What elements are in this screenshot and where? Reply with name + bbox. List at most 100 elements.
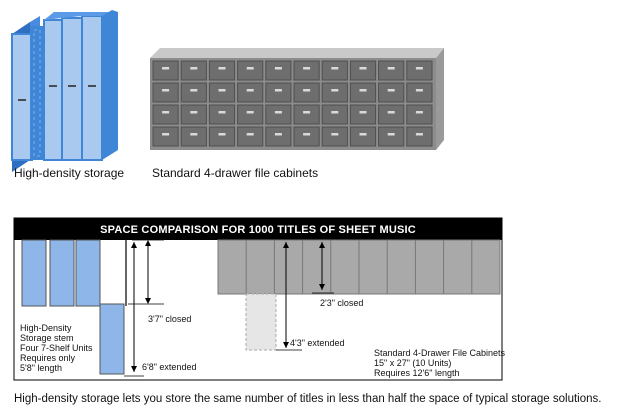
drawer	[293, 60, 320, 81]
drawer	[349, 82, 377, 103]
hd-note-line: Requires only	[20, 353, 76, 363]
drawer-handle	[303, 89, 311, 92]
drawer-handle	[190, 89, 198, 92]
drawer-handle	[359, 133, 367, 136]
comparison-banner	[14, 218, 502, 240]
drawer-handle	[274, 89, 282, 92]
drawer-handle	[387, 111, 395, 114]
drawer-handle	[190, 111, 198, 114]
drawer	[293, 82, 320, 103]
drawer	[208, 104, 236, 125]
drawer	[321, 60, 348, 81]
fc-closed-label: 2'3" closed	[320, 298, 363, 308]
drawer-handle	[218, 111, 226, 114]
drawer	[406, 82, 433, 103]
drawer	[237, 82, 264, 103]
drawer-handle	[359, 111, 367, 114]
fc-note-line: 15" x 27" (10 Units)	[374, 358, 451, 368]
drawer-handle	[415, 67, 423, 70]
drawer-handle	[162, 89, 170, 92]
drawer	[237, 60, 264, 81]
fc-note: Standard 4-Drawer File Cabinets 15" x 27…	[374, 348, 506, 378]
drawer	[265, 60, 292, 81]
drawer-handle	[274, 133, 282, 136]
drawer	[152, 82, 179, 103]
drawer	[378, 104, 405, 125]
file-cabinets-image	[150, 48, 444, 150]
drawer	[349, 104, 377, 125]
drawer	[237, 104, 264, 125]
comparison-title: SPACE COMPARISON FOR 1000 TITLES OF SHEE…	[100, 224, 416, 236]
drawer	[321, 82, 348, 103]
drawer	[208, 60, 236, 81]
space-comparison-diagram: 3'7" closed 6'8" extended 2'3" closed 4'…	[13, 217, 506, 381]
drawer-handle	[246, 67, 254, 70]
hd-dimension-lines	[124, 239, 164, 377]
drawer	[378, 82, 405, 103]
drawer-handle	[274, 111, 282, 114]
drawer-handle	[415, 133, 423, 136]
drawer-handle	[246, 89, 254, 92]
drawer-handle	[331, 89, 339, 92]
hd-extended-label: 6'8" extended	[142, 362, 196, 372]
drawer-handle	[331, 133, 339, 136]
hd-note-line: Storage stem	[20, 333, 74, 343]
hd-note: High-Density Storage stem Four 7-Shelf U…	[20, 323, 93, 373]
drawer-handle	[162, 133, 170, 136]
hd-units-plan	[21, 239, 127, 375]
drawer	[152, 104, 179, 125]
fc-extended-label: 4'3" extended	[290, 338, 344, 348]
drawer	[180, 126, 207, 147]
hd-note-line: Four 7-Shelf Units	[20, 343, 93, 353]
drawer-handle	[359, 89, 367, 92]
drawer	[208, 126, 236, 147]
hd-note-line: 5'8" length	[20, 363, 62, 373]
fc-note-line: Requires 12'6" length	[374, 368, 459, 378]
drawer-handle	[303, 133, 311, 136]
drawer	[378, 60, 405, 81]
fc-dimension-lines	[276, 242, 334, 351]
drawer	[406, 60, 433, 81]
drawer	[293, 104, 320, 125]
footer-caption: High-density storage lets you store the …	[14, 393, 602, 405]
drawer-handle	[246, 133, 254, 136]
drawer-handle	[331, 111, 339, 114]
drawer-handle	[387, 67, 395, 70]
drawer-handle	[218, 67, 226, 70]
drawer-handle	[303, 111, 311, 114]
drawer	[406, 126, 433, 147]
drawer	[378, 126, 405, 147]
drawer	[180, 104, 207, 125]
drawer	[180, 82, 207, 103]
drawer-handle	[331, 67, 339, 70]
hd-note-line: High-Density	[20, 323, 72, 333]
drawer-handle	[162, 67, 170, 70]
drawer	[152, 126, 179, 147]
drawer-handle	[162, 111, 170, 114]
hd-closed-label: 3'7" closed	[148, 314, 191, 324]
drawer	[321, 104, 348, 125]
drawer	[293, 126, 320, 147]
drawer-handle	[274, 67, 282, 70]
drawer	[265, 104, 292, 125]
drawer-handle	[387, 133, 395, 136]
fc-plan	[217, 239, 501, 351]
drawer-handle	[415, 111, 423, 114]
drawer	[180, 60, 207, 81]
drawer-handle	[246, 111, 254, 114]
high-density-storage-image	[11, 10, 118, 172]
drawer	[265, 82, 292, 103]
drawer-handle	[415, 89, 423, 92]
drawer	[237, 126, 264, 147]
drawer	[152, 60, 179, 81]
drawer	[265, 126, 292, 147]
file-cabinets-caption: Standard 4-drawer file cabinets	[152, 166, 319, 180]
drawer	[321, 126, 348, 147]
drawer-handle	[218, 133, 226, 136]
drawer-handle	[387, 89, 395, 92]
storage-illustrations	[11, 10, 444, 172]
drawer-handle	[190, 133, 198, 136]
drawer-handle	[303, 67, 311, 70]
high-density-caption: High-density storage	[14, 166, 125, 180]
drawer	[406, 104, 433, 125]
